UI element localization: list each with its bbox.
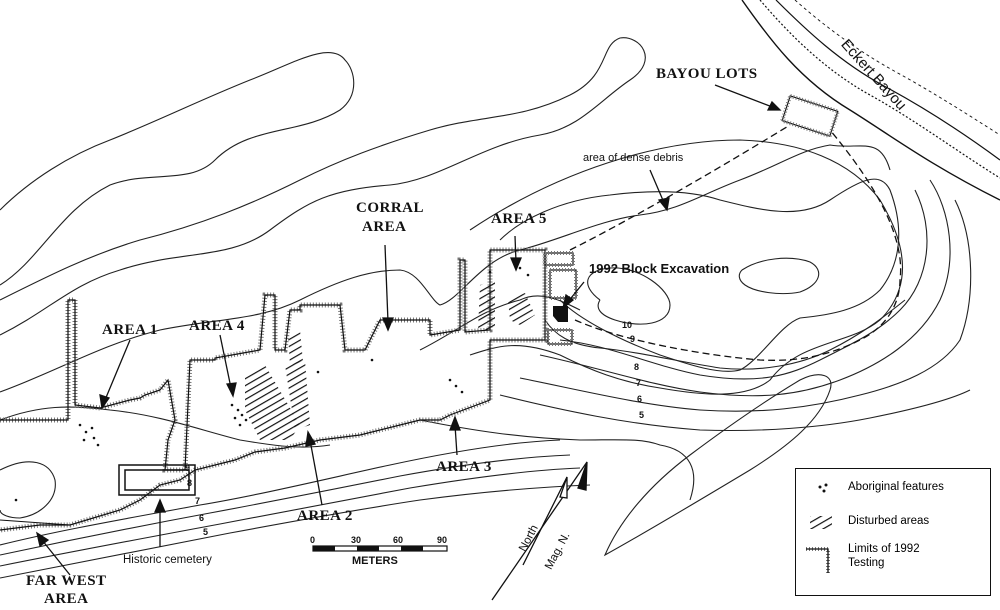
far-west-area-label-line2: AREA [44,591,89,607]
scale-bar [312,545,448,552]
historic-cemetery-label: Historic cemetery [123,554,212,566]
scale-tick-label: 30 [351,535,362,545]
north-arrow [491,461,588,601]
contour-label: 9 [185,463,191,473]
corral-area-label-line2: AREA [362,219,407,235]
contour-label: 6 [637,394,643,404]
scale-tick-label: 60 [393,535,404,545]
map-legend: Aboriginal features Disturbed areas Limi… [795,468,991,596]
area4-label: AREA 4 [189,318,245,334]
corral-area-label-line1: CORRAL [356,200,425,216]
hatch-symbol-icon [810,516,832,529]
testing-limits [0,93,841,533]
scale-unit-label: METERS [352,555,398,567]
scale-tick-label: 90 [437,535,448,545]
leader-arrows [36,84,782,576]
contour-label: 8 [187,478,193,488]
legend-label: Limits of 1992 [848,543,920,555]
disturbed-areas [245,280,535,440]
block-excavation [553,306,568,322]
dense-debris-boundary [569,124,902,361]
boundary-symbol-icon [806,547,830,573]
contour-label: 5 [639,410,645,420]
legend-label: Disturbed areas [848,515,930,527]
contour-label: 6 [199,513,205,523]
area5-label: AREA 5 [491,211,547,227]
aboriginal-features [14,266,530,502]
contour-label: 10 [622,320,633,330]
area3-label: AREA 3 [436,459,492,475]
contour-label: 5 [203,527,209,537]
block-excavation-label: 1992 Block Excavation [589,261,730,276]
contour-label: 7 [636,378,642,388]
contour-lines [0,37,972,579]
far-west-area-label-line1: FAR WEST [26,573,107,589]
area2-label: AREA 2 [297,508,353,524]
bayou-shoreline [741,0,1000,201]
scale-tick-label: 0 [310,535,316,545]
area1-label: AREA 1 [102,322,158,338]
legend-label: Testing [848,557,885,569]
bayou-lots-label: BAYOU LOTS [656,66,758,82]
contour-label: 9 [630,334,636,344]
contour-label: 8 [634,362,640,372]
dots-symbol-icon [818,483,828,493]
legend-label: Aboriginal features [848,481,944,493]
dense-debris-label: area of dense debris [583,152,684,164]
contour-label: 7 [195,496,201,506]
